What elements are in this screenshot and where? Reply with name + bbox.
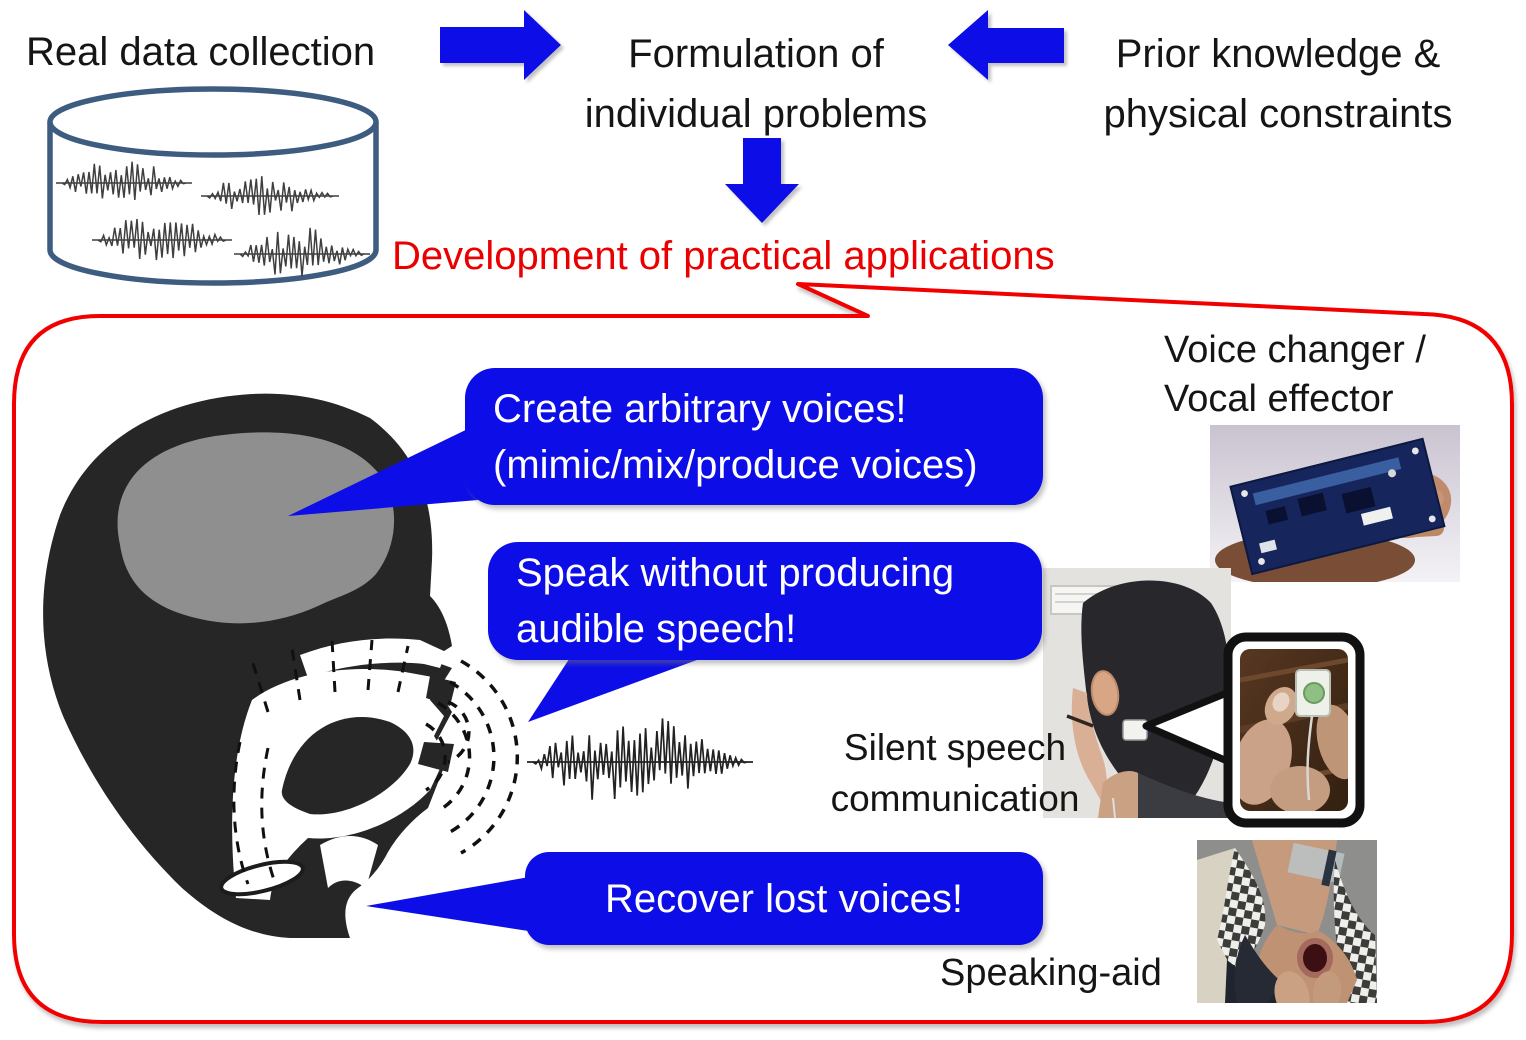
- arrow-right-icon: [440, 10, 561, 80]
- silent-speech-bubble-text: Speak without producing audible speech!: [516, 551, 955, 651]
- sensor-closeup-callout: [1142, 632, 1365, 828]
- arrow-down-icon: [725, 138, 799, 223]
- silent-speech-bubble: Speak without producing audible speech!: [488, 542, 1042, 660]
- create-voices-bubble-text: Create arbitrary voices! (mimic/mix/prod…: [493, 386, 978, 487]
- brain-shape: [117, 432, 395, 624]
- speaking-aid-photo: [1197, 840, 1377, 1003]
- sound-wave-arcs: [425, 659, 519, 855]
- recover-voices-bubble: Recover lost voices!: [525, 852, 1043, 945]
- silent-speech-label: Silent speech communication: [830, 727, 1080, 819]
- voice-changer-photo: [1210, 425, 1460, 582]
- database-icon: [47, 86, 379, 286]
- real-data-collection-label: Real data collection: [26, 30, 376, 74]
- vocal-tract-head-icon: [43, 393, 456, 938]
- formulation-label: Formulation of individual problems: [584, 32, 928, 136]
- larynx-shape: [219, 859, 305, 897]
- arrow-left-icon: [948, 10, 1064, 80]
- speech-waveform-icon: [527, 718, 753, 800]
- voice-changer-label: Voice changer / Vocal effector: [1164, 329, 1426, 420]
- flow-arrows: [440, 10, 1064, 223]
- bubble-tails: [288, 424, 724, 932]
- recover-voices-bubble-text: Recover lost voices!: [605, 876, 963, 921]
- development-label: Development of practical applications: [392, 234, 1055, 278]
- stored-waveforms: [56, 161, 370, 277]
- create-voices-bubble: Create arbitrary voices! (mimic/mix/prod…: [465, 368, 1043, 505]
- prior-knowledge-label: Prior knowledge & physical constraints: [1103, 32, 1453, 136]
- silent-speech-photo: [1043, 568, 1231, 818]
- speaking-aid-label: Speaking-aid: [940, 952, 1162, 994]
- tongue-shape: [281, 716, 414, 815]
